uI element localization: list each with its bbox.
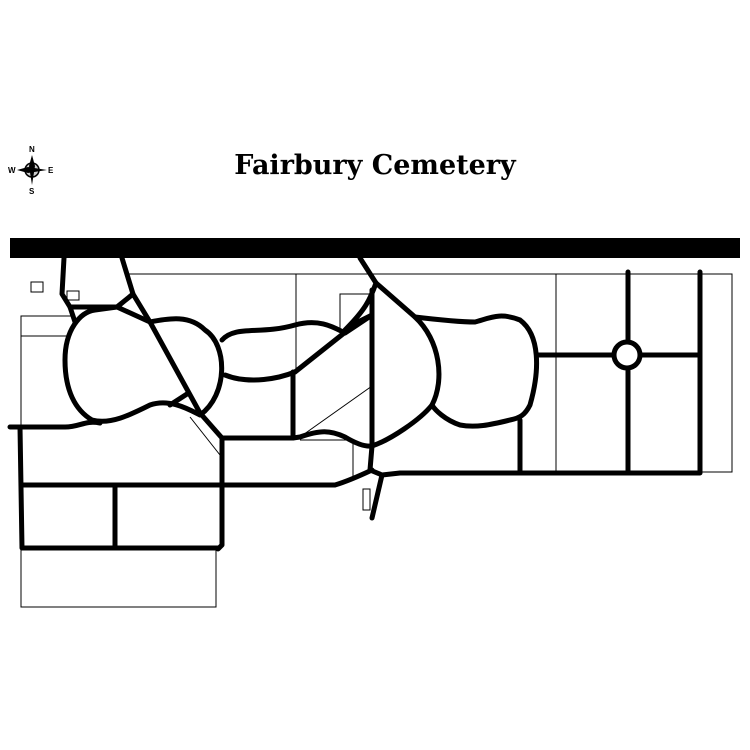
map-title: Fairbury Cemetery (234, 150, 516, 181)
compass-south: S (29, 187, 35, 196)
building (66, 290, 80, 301)
compass-north: N (29, 145, 35, 154)
roads (7, 255, 703, 552)
property-lines (20, 273, 733, 608)
building (362, 488, 371, 511)
compass-east: E (48, 166, 54, 175)
compass-icon: N S E W (8, 145, 54, 196)
roundabout (611, 339, 643, 371)
building (30, 281, 44, 293)
compass-west: W (8, 166, 16, 175)
highway (10, 238, 740, 258)
